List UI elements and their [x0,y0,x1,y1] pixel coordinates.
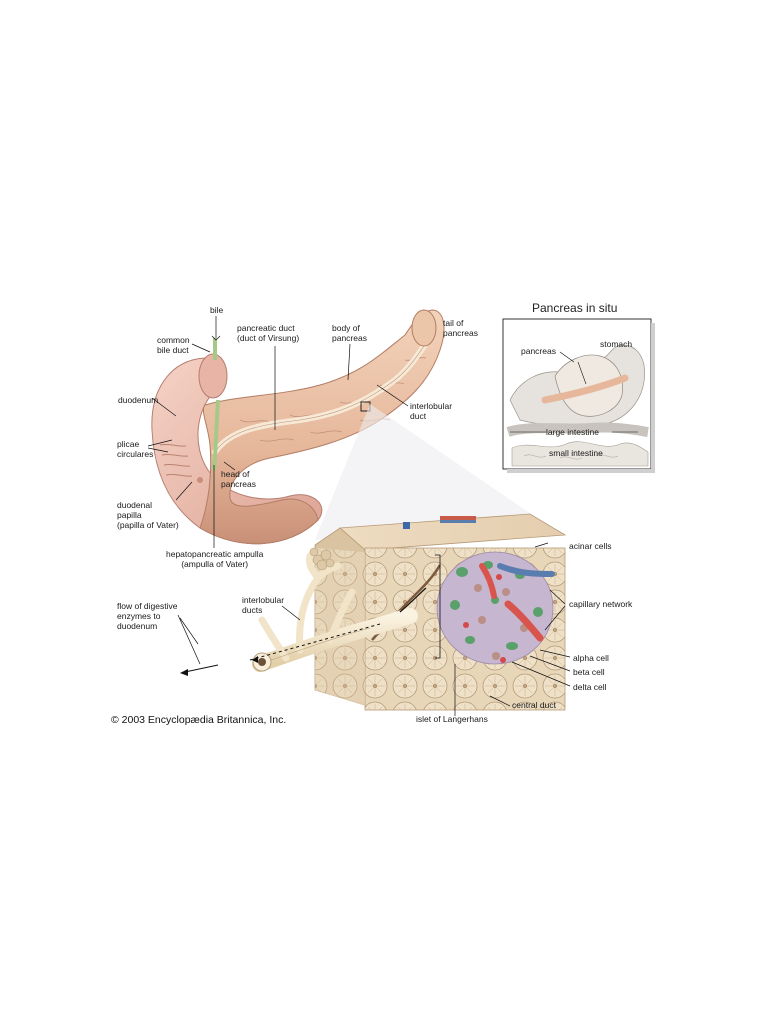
pancreas-body-shape [199,309,445,545]
common-bile-duct [212,338,220,471]
label-alpha-cell: alpha cell [573,653,609,663]
capillary-artery-top [479,563,497,599]
flow-arrow [184,664,219,673]
label-plicae-circulares: plicae circulares [117,439,154,459]
label-delta-cell: delta cell [573,682,607,692]
islet-of-langerhans [436,551,554,665]
label-islet-of-langerhans: islet of Langerhans [416,714,488,724]
label-pancreatic-duct: pancreatic duct (duct of Virsung) [237,323,300,343]
label-hepatopancreatic-ampulla: hepatopancreatic ampulla (ampulla of Vat… [166,549,264,569]
inset-pancreas-in-situ [502,318,655,473]
label-duodenal-papilla: duodenal papilla (papilla of Vater) [117,500,179,530]
label-acinar-cells: acinar cells [569,541,612,551]
tissue-block [314,513,567,711]
label-common-bile-duct: common bile duct [157,335,190,355]
interlobular-ducts-tree [249,547,427,672]
inset-title: Pancreas in situ [532,301,618,315]
inset-label-pancreas: pancreas [521,346,556,356]
label-body-of-pancreas: body of pancreas [332,323,367,343]
capillary-vein [497,563,555,577]
label-flow-of-digestive-enzymes: flow of digestive enzymes to duodenum [117,601,178,631]
copyright: © 2003 Encyclopædia Britannica, Inc. [111,714,287,726]
capillary-artery [504,600,544,642]
label-beta-cell: beta cell [573,667,605,677]
zoom-funnel [315,404,540,540]
inset-label-stomach: stomach [600,339,633,349]
inset-label-small-intestine: small intestine [549,448,603,458]
label-head-of-pancreas: head of pancreas [221,469,256,489]
label-tail-of-pancreas: tail of pancreas [443,318,478,338]
label-bile: bile [210,305,224,315]
duodenum-shape [151,357,323,545]
inset-label-large-intestine: large intestine [546,427,599,437]
label-interlobular-duct: interlobular duct [410,401,453,421]
label-capillary-network: capillary network [569,599,633,609]
label-duodenum: duodenum [118,395,159,405]
label-central-duct: central duct [512,700,556,710]
label-interlobular-ducts: interlobular ducts [242,595,285,615]
pancreas-organ [151,309,445,545]
delta-cells [463,574,506,663]
